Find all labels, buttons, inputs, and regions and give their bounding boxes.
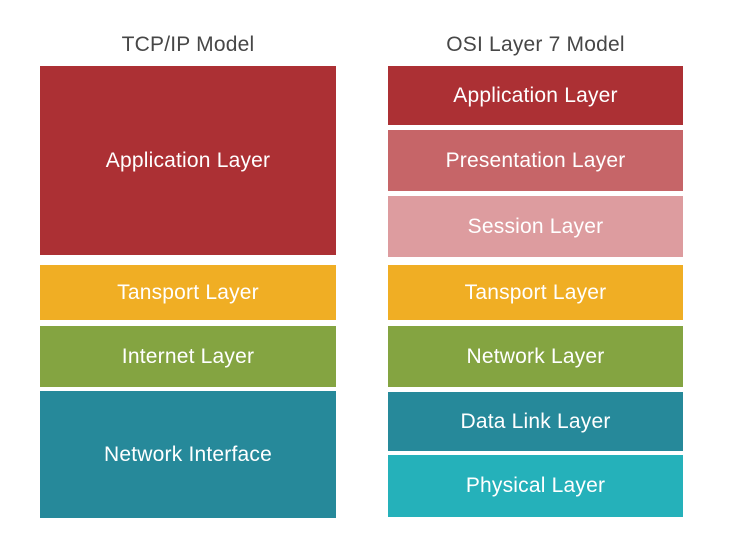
osi-layer-presentation: Presentation Layer [388, 130, 683, 191]
osi-title: OSI Layer 7 Model [446, 33, 625, 56]
tcpip-layer-network-interface: Network Interface [40, 391, 336, 518]
osi-layer-data-link: Data Link Layer [388, 392, 683, 451]
tcpip-title: TCP/IP Model [121, 33, 255, 56]
osi-layer-application: Application Layer [388, 66, 683, 125]
osi-layer-session: Session Layer [388, 196, 683, 257]
osi-layer-transport: Tansport Layer [388, 265, 683, 320]
osi-layer-network: Network Layer [388, 326, 683, 387]
osi-layer-physical: Physical Layer [388, 455, 683, 517]
tcpip-layer-application: Application Layer [40, 66, 336, 255]
tcpip-layer-internet: Internet Layer [40, 326, 336, 387]
tcpip-layer-transport: Tansport Layer [40, 265, 336, 320]
tcpip-column: TCP/IP Model Application Layer Tansport … [40, 0, 336, 553]
osi-column: OSI Layer 7 Model Application Layer Pres… [388, 0, 683, 553]
